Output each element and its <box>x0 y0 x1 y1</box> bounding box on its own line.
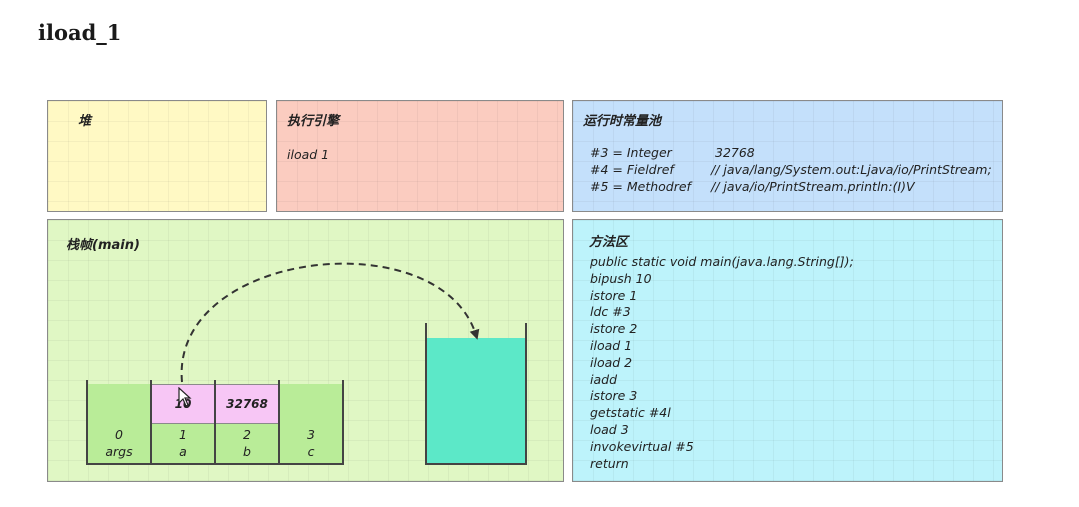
pool-ref: #3 = Integer <box>590 145 672 160</box>
local-index: 0 <box>115 427 123 442</box>
heap-panel: 堆 <box>47 100 267 212</box>
operand-stack-wall <box>525 323 527 465</box>
local-name: args <box>105 444 133 459</box>
pool-ref: #5 = Methodref <box>590 179 691 194</box>
local-index: 2 <box>243 427 251 442</box>
method-area-panel: 方法区 public static void main(java.lang.St… <box>572 219 1003 482</box>
code-line: iload 1 <box>590 338 633 353</box>
mouse-cursor-icon <box>178 387 192 407</box>
local-slot-1 <box>151 424 215 464</box>
operand-stack-fill <box>427 338 525 463</box>
local-table-divider <box>278 380 280 465</box>
frame-title: 栈帧(main) <box>66 238 140 253</box>
pool-value: 32768 <box>715 145 755 160</box>
operand-stack-bottom <box>425 463 527 465</box>
local-index: 1 <box>179 427 187 442</box>
local-slot-2 <box>215 424 279 464</box>
operand-stack-wall <box>425 323 427 465</box>
code-line: istore 1 <box>590 287 638 303</box>
local-table-divider <box>214 380 216 465</box>
engine-current-instruction: iload 1 <box>287 147 330 162</box>
stack-frame-panel: 栈帧(main) 10 32768 0 args 1 a 2 b 3 c <box>47 219 564 482</box>
local-table-bottom <box>86 463 344 465</box>
local-table-border <box>86 380 88 465</box>
code-line: istore 2 <box>590 321 638 337</box>
local-name: b <box>243 444 251 459</box>
local-slot-3 <box>279 384 343 464</box>
pool-ref: #4 = Fieldref <box>590 162 674 177</box>
code-line: load 3 <box>590 422 629 437</box>
code-line: invokevirtual #5 <box>590 438 694 454</box>
local-value-b: 32768 <box>215 384 279 424</box>
code-line: iload 2 <box>590 354 633 370</box>
runtime-constant-pool-panel: 运行时常量池 #3 = Integer 32768 #4 = Fieldref … <box>572 100 1003 212</box>
code-line: istore 3 <box>590 388 638 404</box>
code-line: iadd <box>590 371 618 387</box>
local-value-a: 10 <box>151 384 215 424</box>
pool-value: // java/io/PrintStream.println:(I)V <box>711 179 915 194</box>
page-title: iload_1 <box>38 20 122 45</box>
pool-title: 运行时常量池 <box>583 114 662 129</box>
local-name: a <box>179 444 187 459</box>
code-line: public static void main(java.lang.String… <box>590 254 854 269</box>
local-table-divider <box>150 380 152 465</box>
local-table-border <box>342 380 344 465</box>
code-line: getstatic #4l <box>590 405 671 421</box>
local-name: c <box>307 444 315 459</box>
execution-engine-panel: 执行引擎 iload 1 <box>276 100 564 212</box>
engine-title: 执行引擎 <box>287 114 340 129</box>
local-index: 3 <box>307 427 315 442</box>
code-line: bipush 10 <box>590 270 652 286</box>
code-line: return <box>590 455 629 471</box>
heap-title: 堆 <box>78 114 92 129</box>
method-area-title: 方法区 <box>589 235 629 250</box>
local-slot-0 <box>87 384 151 464</box>
code-line: ldc #3 <box>590 304 631 320</box>
pool-value: // java/lang/System.out:Ljava/io/PrintSt… <box>711 162 992 177</box>
